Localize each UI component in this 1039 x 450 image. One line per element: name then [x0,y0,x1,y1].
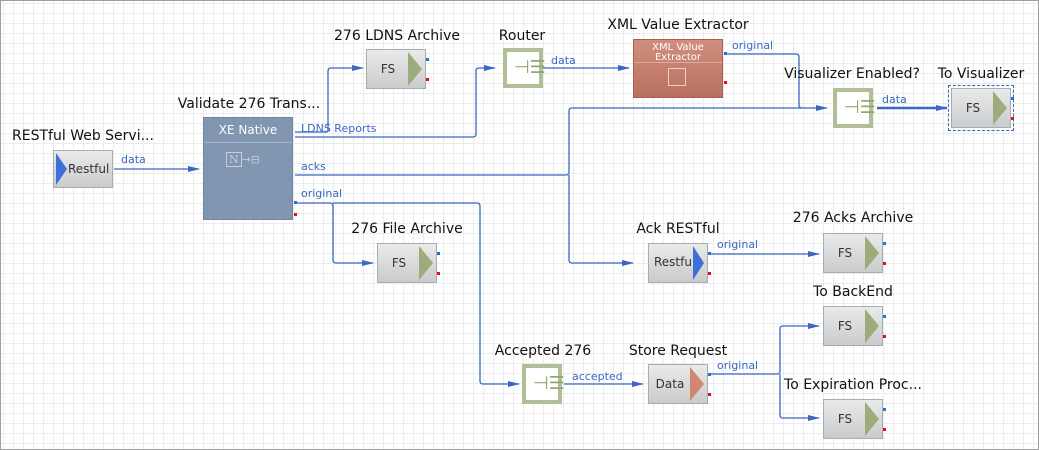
port-out[interactable] [883,242,886,245]
router-switch-icon: ⊣☰ [514,57,546,78]
xml-transform-icon: N→⊟ [226,152,260,167]
node-title-router: Router [498,28,546,44]
wire-label-xml-original: original [732,39,774,52]
wire-xml-vis[interactable] [725,53,803,109]
wire-acks-ackrestful[interactable] [568,175,634,266]
node-label: XE Native [204,118,292,143]
output-arrow-icon [865,236,879,270]
node-title-to-visualizer: To Visualizer [937,66,1025,82]
wire-original-filearchive[interactable] [295,202,374,266]
port-err[interactable] [708,393,711,396]
node-label: FS [380,62,396,76]
node-title-acks-archive: 276 Acks Archive [792,210,914,226]
node-acks-archive[interactable]: FS [823,233,883,273]
router-switch-icon: ⊣☰ [533,373,565,394]
node-to-expiration[interactable]: FS [823,399,883,439]
node-label: Restful [654,255,696,269]
output-arrow-icon [993,91,1007,125]
wire-ldns-archive[interactable] [295,65,364,133]
node-ack-restful[interactable]: Restful [648,243,708,283]
node-title-file-archive: 276 File Archive [351,221,463,237]
node-label: FS [965,101,981,115]
node-ldns-archive[interactable]: FS [366,49,426,89]
output-arrow-icon [419,246,433,280]
port-out[interactable] [426,58,429,61]
node-title-to-backend: To BackEnd [813,284,893,300]
node-title-restful-web-service: RESTful Web Servi... [12,128,154,144]
wire-original-accepted[interactable] [333,202,520,387]
port-out[interactable] [1011,97,1014,100]
port-out[interactable] [883,315,886,318]
port-err[interactable] [883,262,886,265]
wire-label-ldns-reports: LDNS Reports [301,122,377,135]
router-switch-icon: ⊣☰ [844,97,876,118]
port-err[interactable] [708,272,711,275]
node-file-archive[interactable]: FS [377,243,437,283]
output-arrow-icon [408,52,422,86]
node-title-vis-enabled: Visualizer Enabled? [784,66,920,82]
output-arrow-icon [865,309,879,343]
node-title-validate: Validate 276 Trans... [177,96,321,112]
port-out[interactable] [883,408,886,411]
port-out[interactable] [294,201,297,204]
wire-label-vis-data: data [882,93,907,106]
node-store-request[interactable]: Data [648,364,708,404]
port-out[interactable] [708,252,711,255]
node-title-accepted: Accepted 276 [494,343,592,359]
node-title-ack-restful: Ack RESTful [636,221,720,237]
node-accepted-276[interactable]: ⊣☰ [522,364,565,404]
node-label: FS [837,412,853,426]
node-label: FS [837,246,853,260]
node-label: Restful [68,162,110,176]
wire-label-store-original: original [717,359,759,372]
wire-store-expiration[interactable] [779,374,820,421]
node-restful-web-service[interactable]: Restful [53,150,113,188]
node-title-xml-extractor: XML Value Extractor [607,17,749,33]
wire-label-original: original [301,187,343,200]
wire-label-ack-original: original [717,238,759,251]
node-xml-value-extractor[interactable]: XML Value Extractor [633,39,723,98]
wire-acks[interactable] [295,105,828,176]
restful-arrow-icon [693,246,704,280]
wire-label-data: data [121,153,146,166]
port-err[interactable] [426,78,429,81]
output-arrow-icon [690,367,704,401]
node-visualizer-enabled[interactable]: ⊣☰ [833,88,876,128]
port-out[interactable] [724,52,727,55]
wire-label-accepted: accepted [572,370,623,383]
restful-arrow-icon [56,153,67,185]
output-arrow-icon [865,402,879,436]
node-label: FS [391,256,407,270]
node-label: XML Value Extractor [634,40,722,63]
port-err[interactable] [724,81,727,84]
node-title-store-request: Store Request [628,343,728,359]
port-out[interactable] [437,252,440,255]
node-to-visualizer[interactable]: FS [948,85,1014,131]
port-err[interactable] [1011,117,1014,120]
port-out[interactable] [708,373,711,376]
wire-store-backend[interactable] [710,323,820,375]
extractor-doc-icon [668,68,686,86]
node-router[interactable]: ⊣☰ [503,48,546,88]
port-err[interactable] [883,335,886,338]
port-err[interactable] [883,428,886,431]
wire-label-router-data: data [551,54,576,67]
node-label: FS [837,319,853,333]
node-to-backend[interactable]: FS [823,306,883,346]
node-label: Data [655,377,685,391]
node-title-ldns-archive: 276 LDNS Archive [334,28,460,44]
port-err[interactable] [437,272,440,275]
wire-label-acks: acks [301,160,326,173]
node-validate-xe-native[interactable]: XE Native N→⊟ [203,117,293,220]
node-title-to-expiration: To Expiration Proc... [784,377,922,393]
port-err[interactable] [294,213,297,216]
wire-ldns-router[interactable] [295,65,496,138]
